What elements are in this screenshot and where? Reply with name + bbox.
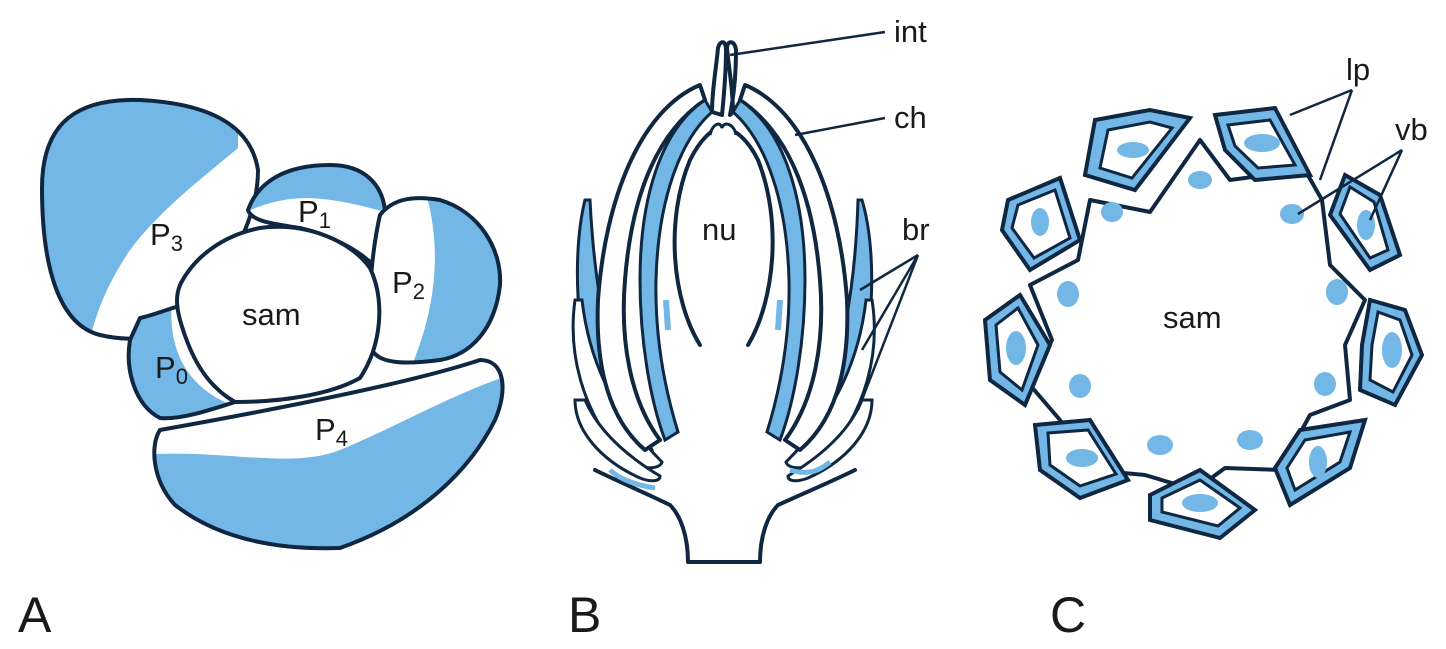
- panel-letter-c: C: [1050, 587, 1086, 643]
- leader-int: [729, 30, 886, 57]
- panel-b: nu int ch br B: [568, 14, 930, 643]
- leader-vb-2: [1368, 149, 1404, 221]
- outer-sheath-right: [738, 83, 850, 452]
- outer-sheath: [595, 83, 707, 452]
- leader-br-1: [859, 253, 919, 292]
- label-p1: P1: [298, 194, 331, 233]
- panel-letter-b: B: [568, 587, 601, 643]
- sam-meristem-a: [175, 224, 382, 404]
- leaf-primordia: [982, 105, 1425, 541]
- label-p2: P2: [392, 265, 425, 304]
- label-vb: vb: [1395, 112, 1428, 147]
- leader-lp-1: [1289, 88, 1353, 117]
- panel-a: sam P3 P1 P2 P0 P4 A: [18, 97, 505, 643]
- leader-br-2: [860, 254, 920, 351]
- label-int: int: [894, 14, 927, 49]
- micropyle: [710, 40, 728, 117]
- label-nu: nu: [702, 212, 736, 247]
- label-br: br: [902, 212, 930, 247]
- label-sam-c: sam: [1163, 300, 1222, 335]
- panel-c: sam lp vb C: [982, 52, 1428, 643]
- ovule-base: [593, 468, 857, 564]
- leader-lp-2: [1318, 89, 1354, 181]
- integument-right: [731, 97, 807, 443]
- label-sam-a: sam: [242, 297, 301, 332]
- label-lp: lp: [1346, 52, 1370, 87]
- label-ch: ch: [894, 100, 927, 135]
- label-p0: P0: [155, 350, 188, 389]
- integument-left: [638, 97, 714, 443]
- label-p3: P3: [150, 217, 183, 256]
- micropyle-right: [725, 40, 738, 117]
- panel-letter-a: A: [18, 587, 52, 643]
- leader-vb-1: [1297, 148, 1403, 216]
- leader-br-3: [856, 254, 920, 411]
- label-p4: P4: [315, 412, 348, 451]
- leader-ch: [794, 116, 886, 137]
- vascular-bundles: [1057, 171, 1348, 455]
